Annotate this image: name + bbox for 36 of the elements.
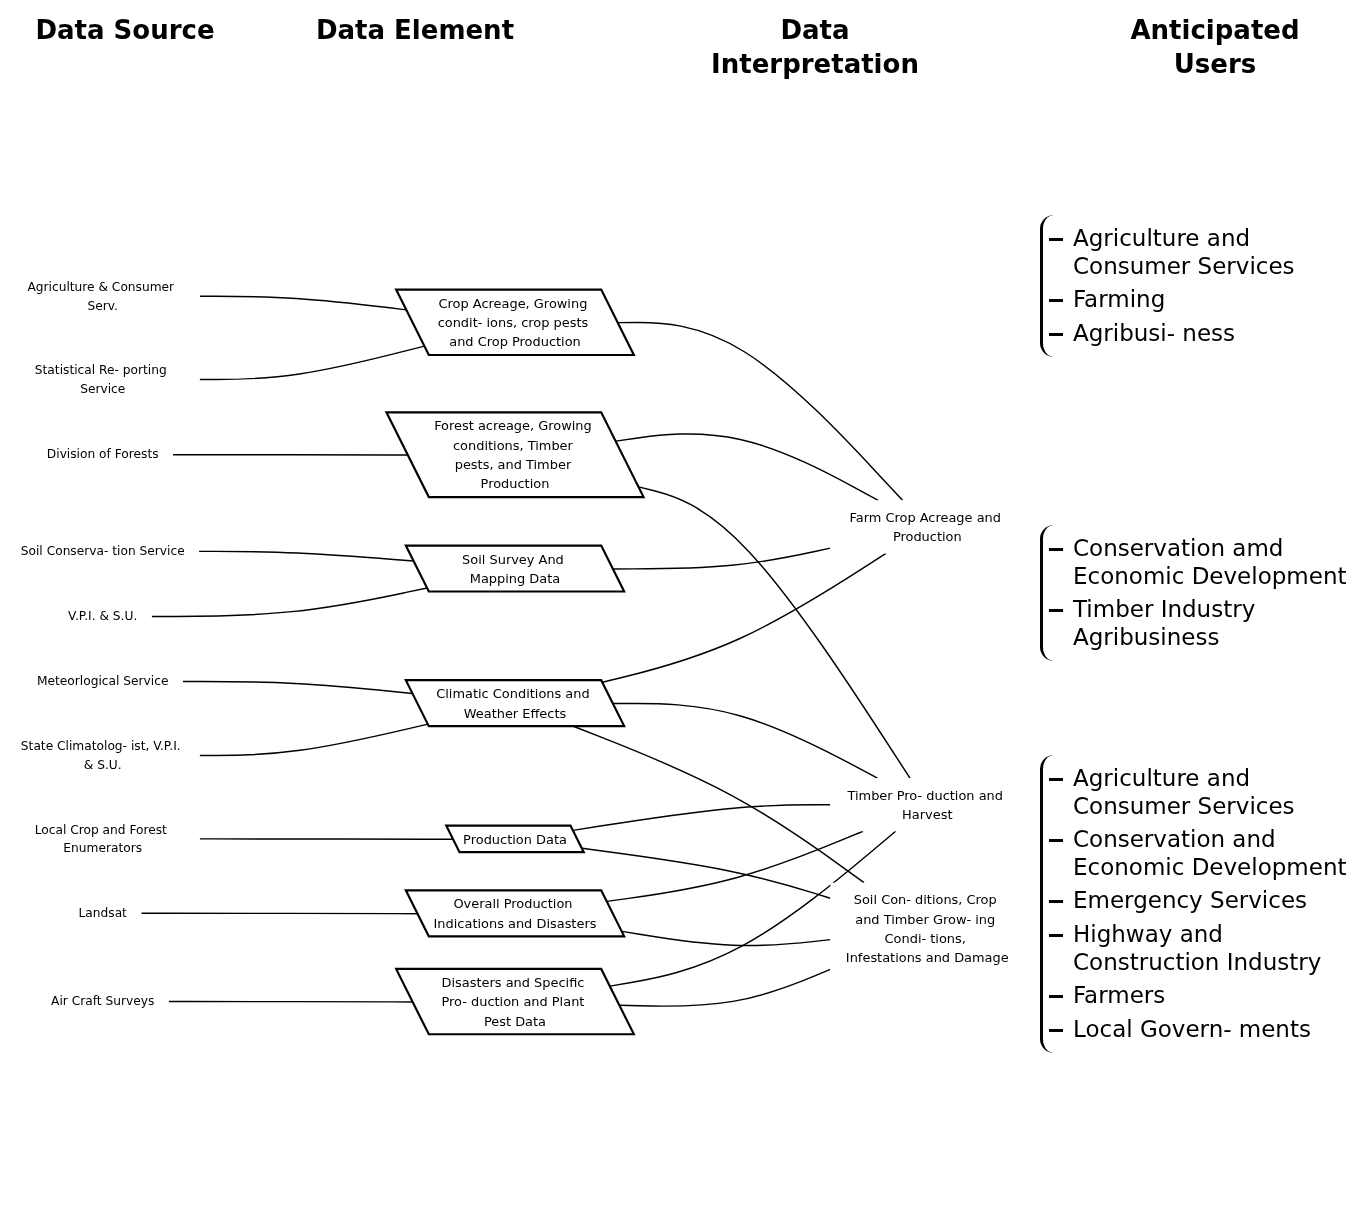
node-text: Agriculture & Consumer Serv. [27, 279, 175, 313]
user-group: Agribusi- ness [1073, 319, 1236, 348]
connector [615, 433, 879, 502]
node-text: Statistical Re- porting Service [34, 362, 167, 396]
connector [617, 321, 904, 502]
user-group: Farming [1073, 286, 1166, 314]
node-text: Air Craft Surveys [51, 993, 155, 1009]
user-group: Local Govern- ments [1073, 1015, 1311, 1044]
user-group: Agriculture and Consumer Services [1073, 225, 1360, 281]
user-group: Agriculture and Consumer Services [1073, 765, 1360, 821]
user-group: Emergency Services [1073, 887, 1308, 915]
connector [601, 552, 887, 684]
column-heading: Data Source [34, 14, 216, 47]
user-group: Conservation amd Economic Development [1073, 535, 1360, 591]
connector [612, 702, 879, 779]
user-group: Highway and Construction Industry [1073, 920, 1360, 977]
node-text: Local Crop and Forest Enumerators [34, 822, 167, 855]
node-text: Soil Con- ditions, Crop and Timber Grow- ing Condi- tions, Infestations and Damage [845, 892, 1009, 966]
column-heading: Data Element [314, 14, 516, 47]
connector [612, 547, 832, 570]
connector [581, 847, 832, 899]
connector [609, 830, 897, 987]
column-heading: Data Interpretation [710, 14, 920, 81]
node-text: Landsat [78, 905, 127, 920]
connector [150, 587, 428, 618]
node-text: Farm Crop Acreage and Production [849, 509, 1001, 545]
user-group: Farmers [1073, 982, 1166, 1010]
node-text: Soil Conserva- tion Service [20, 543, 185, 559]
column-heading: Anticipated Users [1129, 14, 1301, 81]
user-group: Timber Industry Agribusiness [1073, 596, 1360, 652]
user-group: Conservation and Economic Development [1073, 826, 1360, 882]
node-text: State Climatolog- ist, V.P.I. & S.U. [20, 738, 181, 772]
node-text: Timber Pro- duction and Harvest [847, 787, 1003, 822]
node-text: Division of Forests [46, 446, 159, 462]
node-text: Meteorlogical Service [36, 673, 169, 689]
node-text: V.P.I. & S.U. [68, 608, 138, 624]
